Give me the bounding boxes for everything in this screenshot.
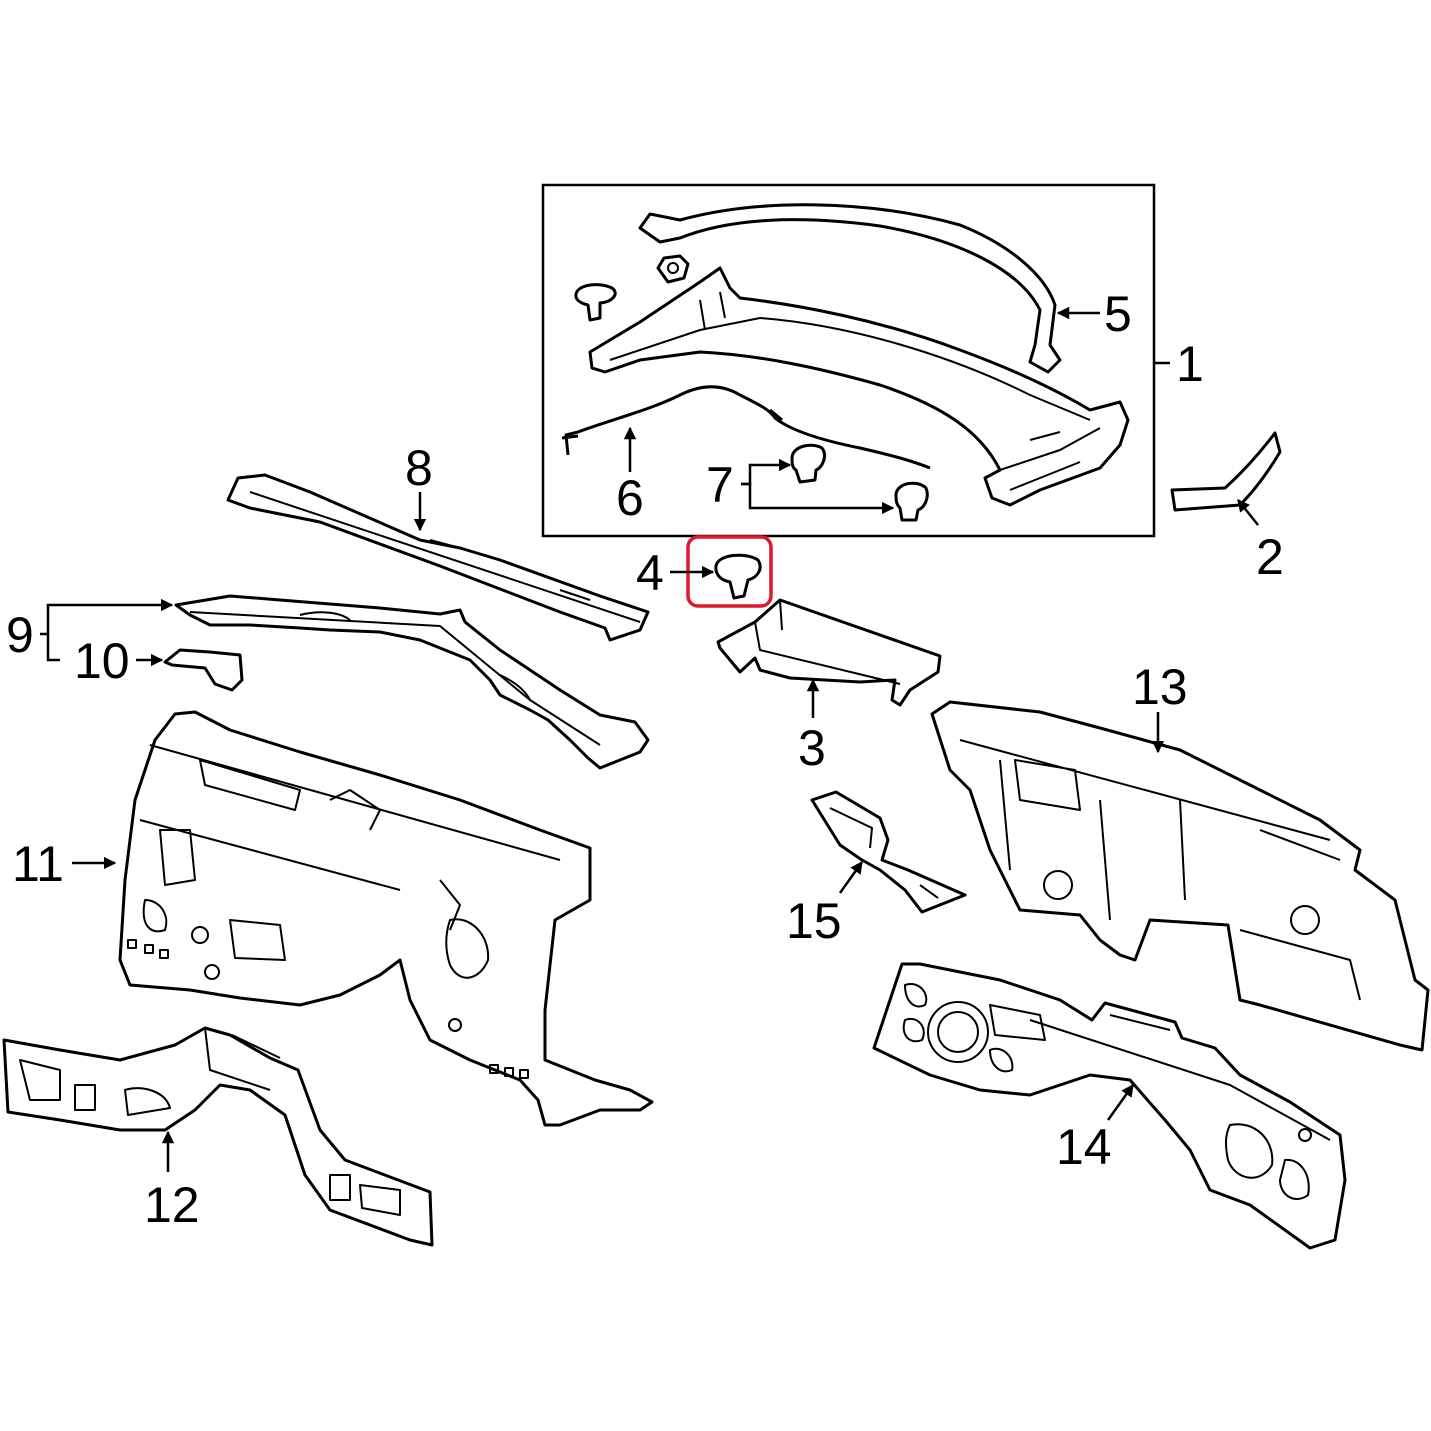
- callout-5: 5: [1104, 286, 1132, 342]
- callout-11: 11: [12, 836, 64, 892]
- part-4-clip[interactable]: [714, 553, 762, 600]
- callout-12: 12: [144, 1177, 200, 1233]
- callout-15: 15: [786, 893, 842, 949]
- callout-13: 13: [1132, 659, 1188, 715]
- callout-3: 3: [798, 720, 826, 776]
- part-13-insulator[interactable]: [930, 700, 1430, 1052]
- callout-labels: 1 2 3 4 5 6 7 8 9 10 11 12 13 14 15: [6, 286, 1284, 1233]
- assembly-group-frame: [541, 183, 1156, 538]
- callout-6: 6: [616, 470, 644, 526]
- part-8-upper-rail[interactable]: [226, 473, 650, 642]
- part-2-bracket[interactable]: [1170, 431, 1282, 512]
- part-14-dash-panel[interactable]: [872, 962, 1347, 1250]
- callout-14: 14: [1056, 1119, 1112, 1175]
- callout-9: 9: [6, 607, 34, 663]
- part-9-lower-rail[interactable]: [174, 594, 650, 770]
- part-7-nozzle-lower[interactable]: [894, 481, 929, 522]
- part-1-cowl-panel[interactable]: [588, 266, 1130, 507]
- part-11-dash-panel[interactable]: [118, 710, 654, 1127]
- nut-fastener[interactable]: [656, 254, 690, 284]
- part-7-nozzle-upper[interactable]: [790, 443, 826, 484]
- part-10-bracket[interactable]: [163, 648, 244, 692]
- callout-7: 7: [706, 457, 734, 513]
- part-12-floor-bracket[interactable]: [2, 1026, 434, 1247]
- part-15-bracket[interactable]: [810, 790, 967, 914]
- callout-10: 10: [74, 633, 130, 689]
- part-6-washer-hose[interactable]: [561, 385, 931, 470]
- callout-8: 8: [405, 440, 433, 496]
- callout-1: 1: [1176, 336, 1204, 392]
- part-3-panel[interactable]: [716, 598, 942, 707]
- part-5-seal[interactable]: [638, 203, 1062, 374]
- callout-2: 2: [1256, 529, 1284, 585]
- leader-lines: [40, 306, 1259, 1172]
- clip-fastener-left[interactable]: [574, 283, 617, 322]
- callout-4: 4: [636, 545, 664, 601]
